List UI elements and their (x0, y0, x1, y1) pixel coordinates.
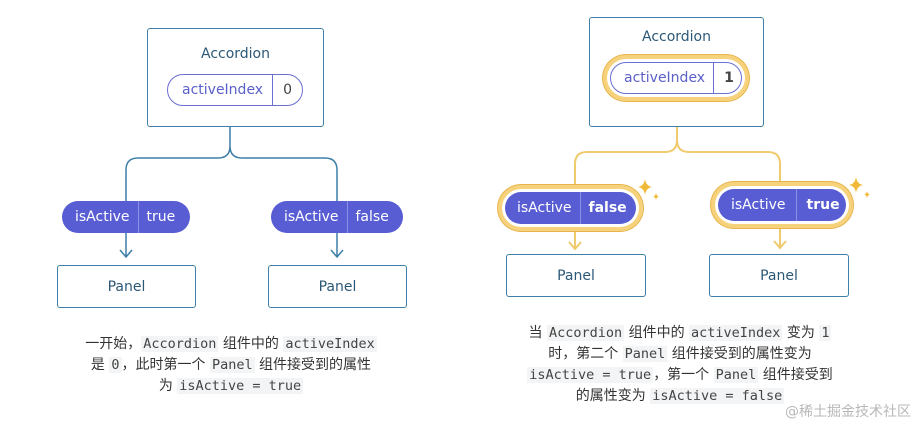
caption-text: 组件接受到 (758, 367, 833, 383)
caption-text: 变为 (782, 325, 820, 341)
caption-code: isActive = false (650, 388, 785, 404)
left-state-name: activeIndex (182, 82, 264, 98)
caption-code: activeIndex (283, 336, 377, 352)
caption-code: 0 (109, 357, 122, 373)
caption-code: Accordion (141, 336, 219, 352)
caption-code: 1 (819, 325, 832, 341)
right-accordion-title: Accordion (641, 29, 711, 45)
left-panel-2: Panel (268, 265, 407, 308)
caption-code: Panel (713, 367, 759, 383)
caption-code: isActive = true (177, 378, 304, 394)
right-state-value: 1 (713, 63, 741, 93)
left-panel1-prop-pill: isActive true (62, 201, 190, 233)
watermark: @稀土掘金技术社区 (785, 404, 911, 420)
left-panel2-prop-name: isActive (284, 209, 339, 225)
right-panel2-prop-value: true (795, 189, 847, 221)
right-panel1-prop-name: isActive (517, 200, 572, 216)
right-panel1-prop-pill: isActive false (505, 192, 636, 224)
caption-text: 当 (528, 325, 547, 341)
right-panel2-prop-pill: isActive true (718, 189, 846, 221)
left-panel1-prop-name: isActive (75, 209, 130, 225)
left-active-index-pill: activeIndex 0 (167, 74, 303, 106)
sparkle-icon (638, 179, 659, 200)
caption-code: isActive = true (527, 367, 654, 383)
caption-text: 组件接受到的属性变为 (667, 346, 812, 362)
right-panel1-prop-value: false (579, 192, 637, 224)
right-arrow-2 (773, 222, 787, 250)
left-panel-1: Panel (57, 265, 196, 308)
right-caption: 当 Accordion 组件中的 activeIndex 变为 1 时，第二个 P… (490, 323, 870, 407)
caption-text: ，此时第一个 (121, 357, 210, 373)
caption-code: Panel (209, 357, 255, 373)
caption-text: 为 (158, 378, 178, 394)
caption-text: 组件接受到的属性 (254, 357, 372, 373)
left-arrow-1 (119, 233, 133, 259)
left-accordion-title: Accordion (200, 46, 270, 62)
caption-text: 是 (90, 357, 110, 373)
left-panel1-prop-value: true (137, 201, 186, 233)
right-tree-connector (574, 126, 781, 189)
left-arrow-2 (330, 233, 344, 259)
right-active-index-pill: activeIndex 1 (610, 62, 742, 94)
caption-text: 一开始， (85, 336, 142, 352)
caption-code: Accordion (546, 325, 625, 341)
caption-text: ，第一个 (653, 367, 714, 383)
left-panel2-prop-pill: isActive false (271, 201, 403, 233)
left-state-value: 0 (272, 75, 302, 105)
right-panel-2: Panel (709, 254, 849, 297)
left-tree-connector (125, 127, 338, 201)
left-panel2-prop-value: false (346, 201, 399, 233)
caption-text: 的属性变为 (575, 388, 651, 404)
right-panel-1: Panel (506, 254, 646, 297)
caption-code: Panel (622, 346, 668, 362)
right-arrow-1 (568, 224, 582, 251)
caption-code: activeIndex (689, 325, 783, 341)
sparkle-icon (849, 177, 870, 198)
right-state-name: activeIndex (624, 70, 706, 86)
caption-text: 时，第二个 (548, 346, 623, 362)
right-panel2-prop-name: isActive (731, 197, 786, 213)
caption-text: 组件中的 (218, 336, 284, 352)
caption-text: 组件中的 (624, 325, 690, 341)
